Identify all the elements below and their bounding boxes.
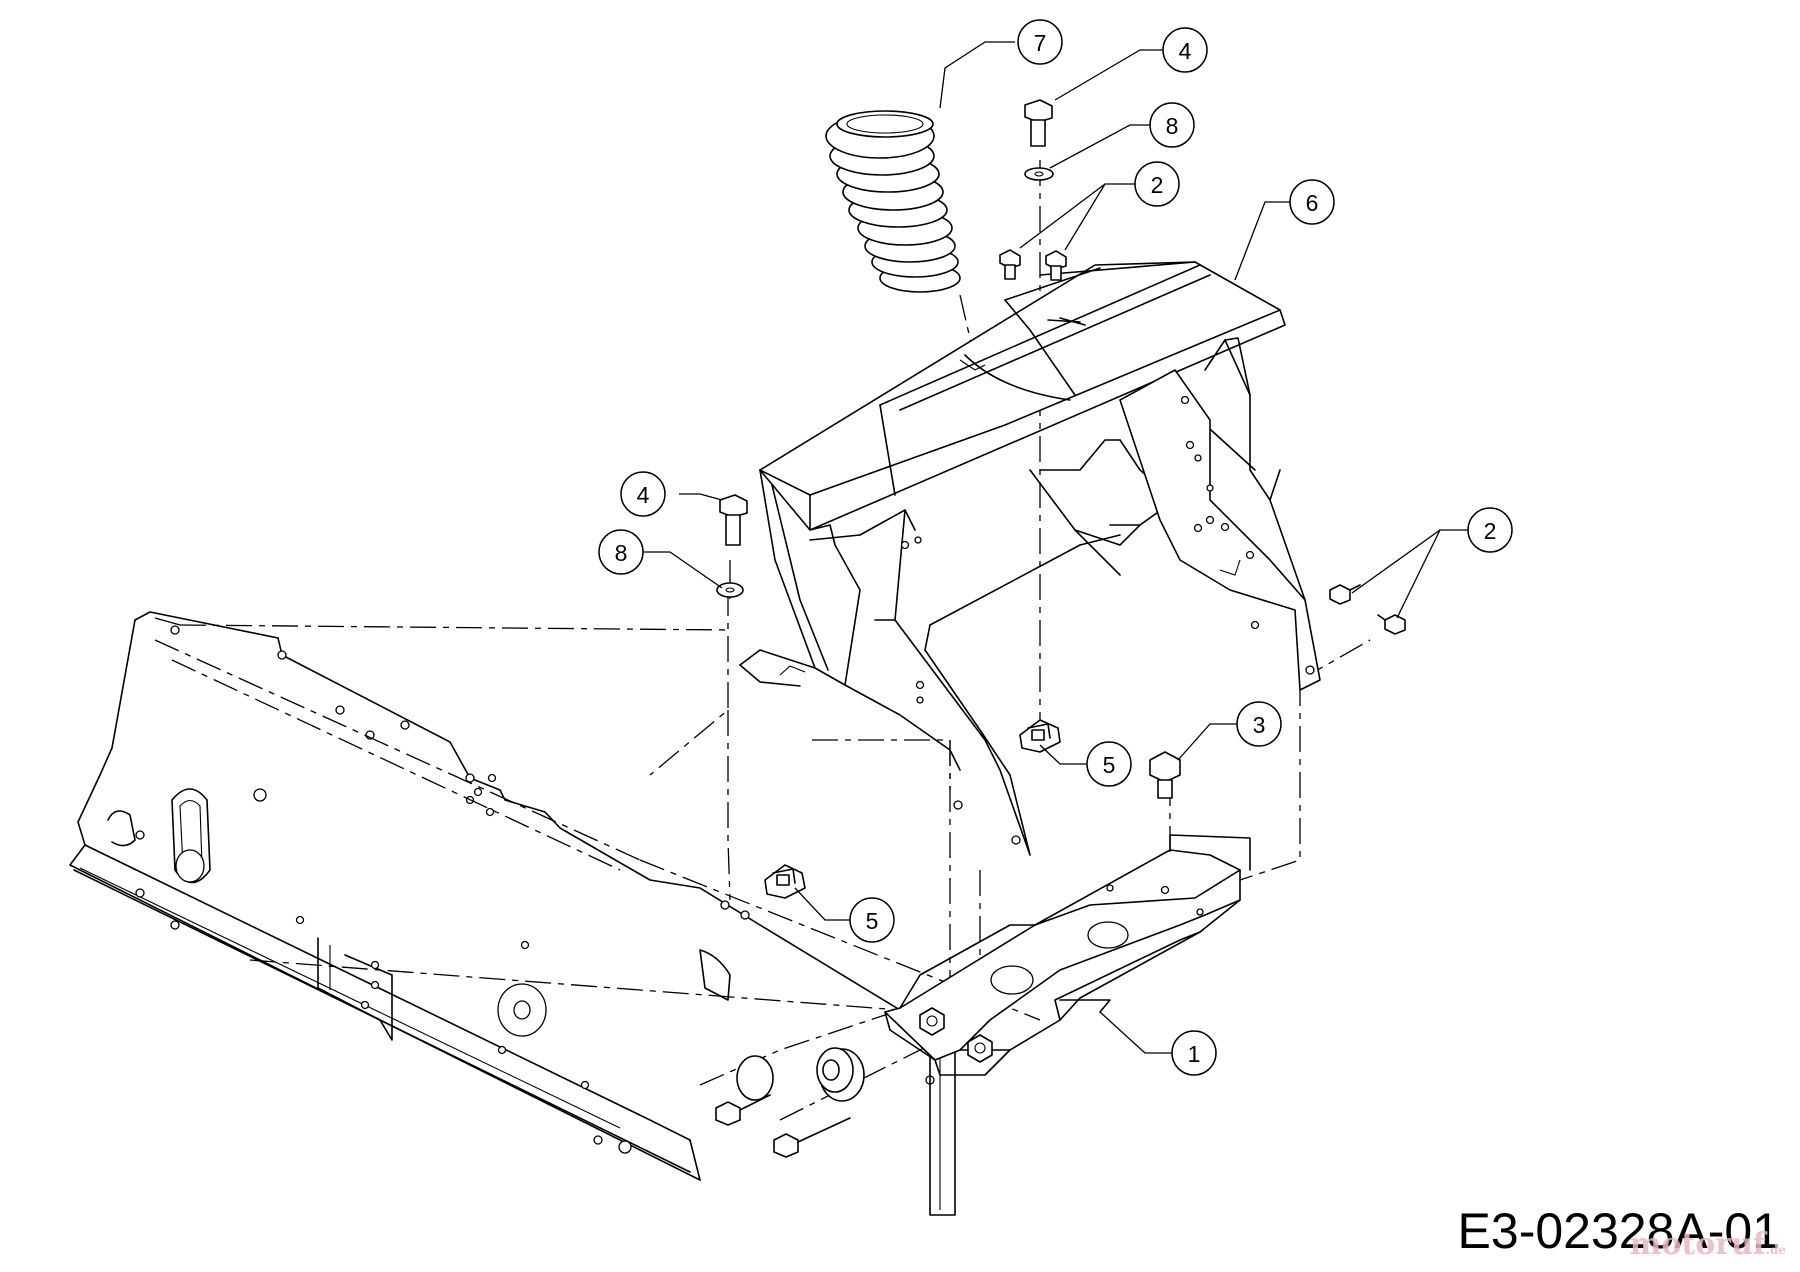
callout-7: 7 [1017,19,1063,65]
svg-text:2: 2 [1151,172,1164,198]
watermark-logo: motoruf.de [1630,1227,1786,1262]
callout-8-left: 8 [598,529,644,575]
screws-right [1329,584,1406,635]
svg-text:8: 8 [1166,113,1179,139]
callout-2-top: 2 [1134,161,1180,207]
svg-text:2: 2 [1484,518,1497,544]
clip-nut-lower [764,864,806,899]
callout-6: 6 [1289,179,1335,225]
watermark-suffix: .de [1765,1243,1786,1257]
callout-3: 3 [1236,701,1282,747]
mount-bracket [884,834,1251,1076]
washer-left [716,582,744,598]
callout-5-upper: 5 [1086,741,1132,787]
washer-top [1024,167,1054,181]
frame-rail [69,611,956,1216]
svg-text:3: 3 [1253,712,1266,738]
callout-1: 1 [1171,1030,1217,1076]
dash-console [739,261,1321,856]
svg-text:8: 8 [615,540,628,566]
callout-5-lower: 5 [849,897,895,943]
bellows-boot [825,110,961,293]
svg-text:5: 5 [866,908,879,934]
svg-text:4: 4 [1179,38,1192,64]
callout-4-top: 4 [1162,27,1208,73]
callout-leaders [643,41,1468,1054]
callout-2-right: 2 [1467,507,1513,553]
callout-4-left: 4 [620,471,666,517]
svg-text:5: 5 [1103,752,1116,778]
bolt-left [719,494,748,546]
bolt-top [1024,99,1053,147]
fasteners [715,99,1406,1158]
bolt-3 [1149,751,1181,799]
svg-text:6: 6 [1306,190,1319,216]
screws-top [999,249,1067,281]
svg-text:1: 1 [1188,1041,1201,1067]
drawing-code: E3-02328A-01 [1457,1203,1780,1259]
bushings [715,1047,865,1158]
svg-text:4: 4 [637,482,650,508]
watermark-brand: motoruf [1629,1227,1766,1262]
svg-text:7: 7 [1034,30,1047,56]
callout-8-top: 8 [1149,102,1195,148]
clip-nut-upper [1019,719,1061,753]
